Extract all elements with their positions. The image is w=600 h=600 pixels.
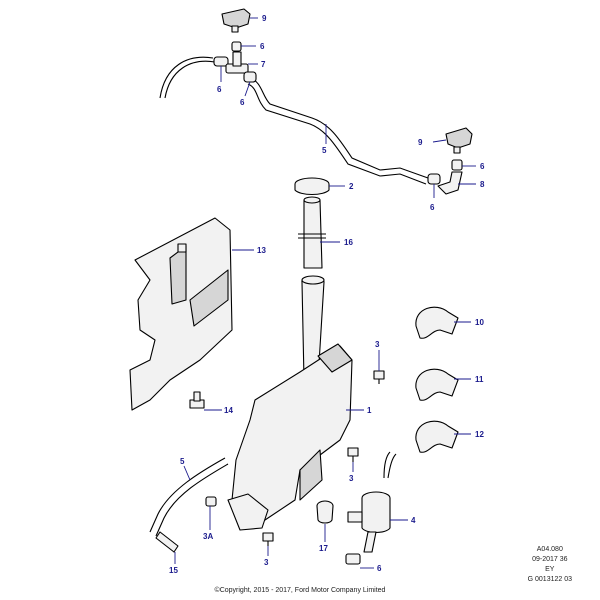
- connector-piece-6-lower: [427, 173, 441, 185]
- callout-11: 11: [475, 375, 484, 384]
- hose-clip-11: [415, 368, 459, 401]
- callout-labels: 9 6 7 6 6 5 9 6 8 6 2 16 13 10 11 12 3 1…: [169, 14, 485, 575]
- callout-3A: 3A: [203, 532, 213, 541]
- bolt-14: [189, 391, 205, 409]
- leader-lines: [174, 17, 476, 569]
- callout-17: 17: [319, 544, 328, 553]
- hose-clip-12: [415, 420, 459, 453]
- callout-3-mid: 3: [349, 474, 354, 483]
- callout-15: 15: [169, 566, 178, 575]
- splash-shield-13: [129, 217, 233, 411]
- callout-5-lower: 5: [180, 457, 185, 466]
- callout-3-bottom: 3: [264, 558, 269, 567]
- reference-block: A04.080 09-2017 36 EY G 0013122 03: [528, 545, 572, 585]
- callout-9-left: 9: [262, 14, 267, 23]
- callout-6-right: 6: [480, 162, 485, 171]
- callout-13: 13: [257, 246, 266, 255]
- callout-12: 12: [475, 430, 484, 439]
- connector-15: [155, 531, 179, 553]
- callout-6-top: 6: [260, 42, 265, 51]
- reservoir-cap-2: [294, 177, 330, 196]
- washer-pump-4: [347, 451, 397, 553]
- connector-piece-6-right: [243, 71, 257, 83]
- callout-9-right: 9: [418, 138, 423, 147]
- callout-7: 7: [261, 60, 266, 69]
- washer-hose-upper: [159, 56, 429, 185]
- callout-8: 8: [480, 180, 485, 189]
- connector-piece-6-pump: [345, 553, 361, 565]
- washer-reservoir-1: [227, 343, 353, 531]
- callout-6-mid: 6: [240, 98, 245, 107]
- callout-14: 14: [224, 406, 233, 415]
- callout-10: 10: [475, 318, 484, 327]
- screw-3-bottom: [262, 532, 274, 546]
- connector-piece-6-top: [231, 41, 242, 52]
- reference-date: 09-2017 36: [532, 556, 568, 563]
- callout-2: 2: [349, 182, 354, 191]
- callout-4: 4: [411, 516, 416, 525]
- callout-6-bottom: 6: [377, 564, 382, 573]
- filler-neck-16: [298, 196, 326, 269]
- callout-6-left: 6: [217, 85, 222, 94]
- reference-code: A04.080: [536, 546, 563, 553]
- callout-6-lower: 6: [430, 203, 435, 212]
- reference-number: G 0013122 03: [527, 576, 572, 583]
- washer-jet-9-right: [445, 127, 473, 154]
- callout-1: 1: [367, 406, 372, 415]
- nut-3A: [205, 496, 217, 507]
- screw-3-upper: [373, 370, 385, 384]
- callout-16: 16: [344, 238, 353, 247]
- connector-piece-6-right-jet: [451, 159, 463, 171]
- t-piece-connector-7: [225, 51, 249, 74]
- washer-jet-9-left: [221, 8, 251, 33]
- screw-3-middle: [347, 447, 359, 462]
- callout-3-upper: 3: [375, 340, 380, 349]
- reference-market: EY: [545, 566, 555, 573]
- hose-clip-10: [415, 306, 459, 339]
- callout-5-upper: 5: [322, 146, 327, 155]
- elbow-hose-8: [437, 171, 463, 195]
- washer-hose-lower: [149, 457, 229, 537]
- grommet-17: [316, 500, 334, 524]
- copyright-notice: ©Copyright, 2015 - 2017, Ford Motor Comp…: [214, 587, 386, 594]
